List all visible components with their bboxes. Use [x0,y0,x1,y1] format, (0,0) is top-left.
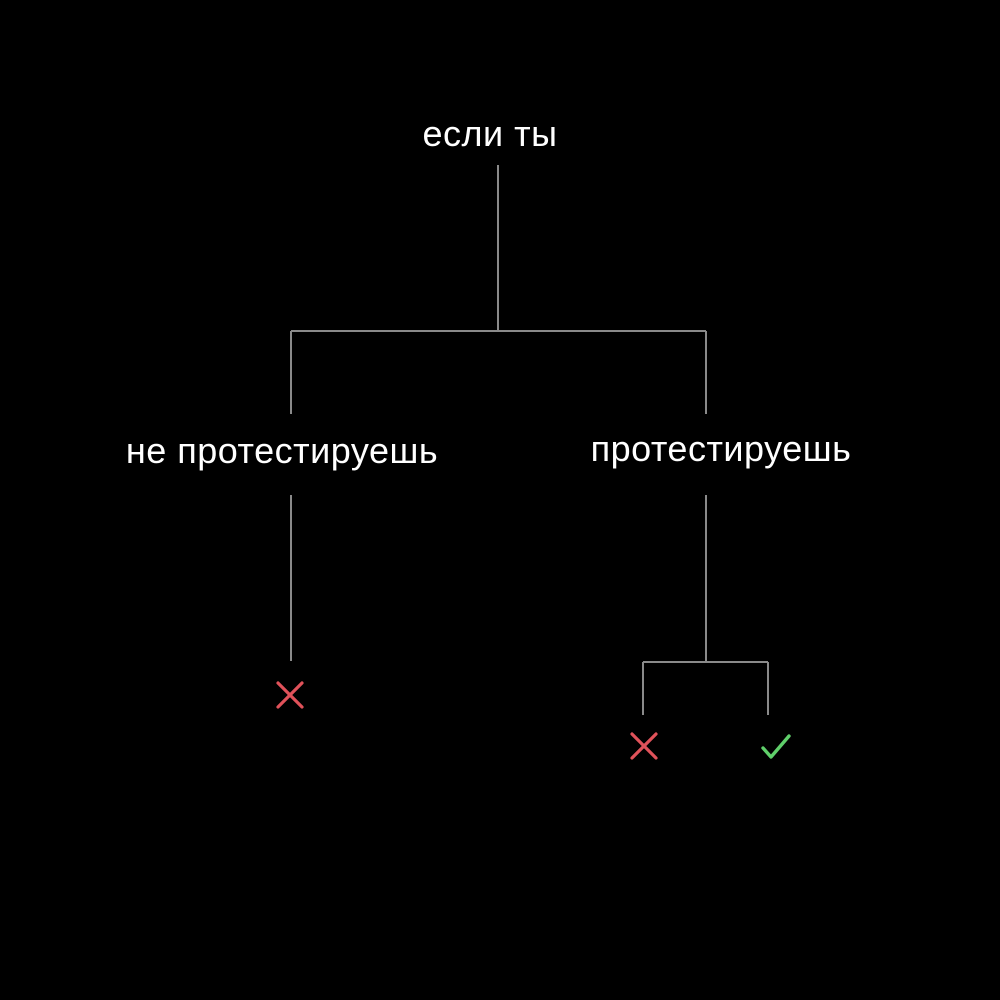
cross-icon [272,677,308,713]
cross-icon [626,728,662,764]
branch-label-test: протестируешь [590,428,852,469]
root-node-label: если ты [422,113,558,154]
branch-label-no-test: не протестируешь [125,430,439,471]
check-icon [758,729,794,765]
